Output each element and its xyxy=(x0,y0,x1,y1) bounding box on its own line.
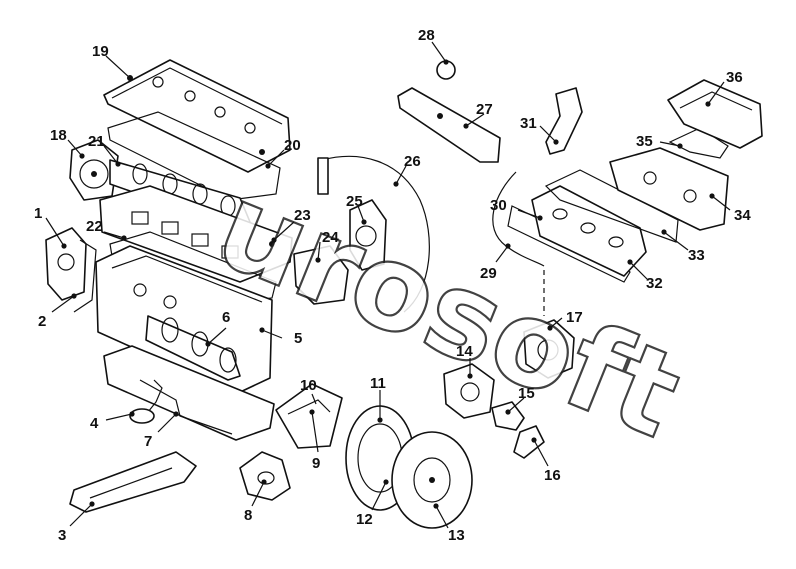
callout-7: 7 xyxy=(144,433,152,450)
leader-18 xyxy=(67,139,83,157)
distributor-drawing xyxy=(293,155,430,313)
callout-21: 21 xyxy=(88,133,105,150)
cylinder-block-drawing xyxy=(95,245,273,395)
callout-36: 36 xyxy=(726,69,743,86)
watermark-text: urosoft xyxy=(200,156,699,465)
callout-5: 5 xyxy=(294,330,302,347)
leader-10 xyxy=(311,393,317,405)
leader-28 xyxy=(431,41,447,63)
callout-31: 31 xyxy=(520,115,537,132)
callout-32: 32 xyxy=(646,275,663,292)
leader-35 xyxy=(659,141,681,147)
callout-20: 20 xyxy=(284,137,301,154)
cylinder-head-drawing xyxy=(99,185,293,283)
leader-31 xyxy=(539,125,557,143)
clutch-assembly-drawing xyxy=(345,405,473,529)
leader-30 xyxy=(517,209,541,219)
leader-29 xyxy=(495,245,509,263)
callout-27: 27 xyxy=(476,101,493,118)
fuel-system-drawing xyxy=(397,60,583,163)
callout-30: 30 xyxy=(490,197,507,214)
leader-36 xyxy=(707,81,725,105)
leader-5 xyxy=(261,329,283,339)
callout-25: 25 xyxy=(346,193,363,210)
callout-3: 3 xyxy=(58,527,66,544)
callout-23: 23 xyxy=(294,207,311,224)
callout-6: 6 xyxy=(222,309,230,326)
callout-1: 1 xyxy=(34,205,42,222)
callout-26: 26 xyxy=(404,153,421,170)
leader-25 xyxy=(357,205,365,223)
engine-mount-drawing xyxy=(239,451,291,501)
callout-15: 15 xyxy=(518,385,535,402)
watermark: urosoft xyxy=(198,155,699,466)
callout-34: 34 xyxy=(734,207,751,224)
leader-19 xyxy=(105,55,131,79)
leader-16 xyxy=(533,439,549,467)
leader-4 xyxy=(105,413,133,421)
callout-10: 10 xyxy=(300,377,317,394)
cooling-parts-drawing xyxy=(443,363,545,459)
callout-35: 35 xyxy=(636,133,653,150)
valve-cover-gasket-drawing xyxy=(107,111,281,201)
intake-manifold-drawing xyxy=(507,185,647,283)
leader-27 xyxy=(465,113,485,127)
leader-7 xyxy=(157,413,177,433)
leader-23 xyxy=(273,221,295,241)
callout-28: 28 xyxy=(418,27,435,44)
leader-33 xyxy=(663,231,689,251)
leader-34 xyxy=(711,195,731,211)
timing-cover-drawing xyxy=(45,227,97,313)
leader-13 xyxy=(435,505,449,529)
callout-22: 22 xyxy=(86,218,103,235)
callout-11: 11 xyxy=(370,375,386,392)
leader-17 xyxy=(549,317,563,329)
callout-29: 29 xyxy=(480,265,497,282)
leader-21 xyxy=(103,145,119,165)
callout-18: 18 xyxy=(50,127,67,144)
callout-17: 17 xyxy=(566,309,583,326)
bracket-drawing xyxy=(275,383,343,449)
leader-24 xyxy=(317,241,321,261)
callout-2: 2 xyxy=(38,313,46,330)
leader-9 xyxy=(311,411,319,453)
leader-2 xyxy=(51,295,75,313)
callout-4: 4 xyxy=(90,415,99,432)
oil-pickup-drawing xyxy=(129,379,163,424)
leader-dots xyxy=(61,59,715,509)
leader-26 xyxy=(395,165,407,185)
manifold-heat-shield-drawing xyxy=(667,79,763,159)
leader-12 xyxy=(371,481,387,511)
leader-1 xyxy=(45,217,65,247)
leader-20 xyxy=(267,149,285,167)
throttle-body-drawing xyxy=(523,319,575,379)
leader-22 xyxy=(103,231,125,239)
callout-16: 16 xyxy=(544,467,561,484)
callout-labels: 1 2 3 4 5 6 7 8 9 10 11 12 13 14 15 16 1… xyxy=(34,27,751,544)
leader-3 xyxy=(69,503,93,527)
callout-14: 14 xyxy=(456,343,473,360)
callout-9: 9 xyxy=(312,455,320,472)
callout-19: 19 xyxy=(92,43,109,60)
heat-shield-drawing xyxy=(69,451,197,513)
leader-8 xyxy=(251,481,265,507)
callout-8: 8 xyxy=(244,507,252,524)
valve-cover-drawing xyxy=(103,59,291,173)
oil-pan-drawing xyxy=(103,345,275,441)
leader-6 xyxy=(207,327,227,345)
callout-13: 13 xyxy=(448,527,465,544)
leader-15 xyxy=(507,397,525,413)
callout-24: 24 xyxy=(322,229,339,246)
leader-32 xyxy=(629,261,649,281)
callout-33: 33 xyxy=(688,247,705,264)
callout-12: 12 xyxy=(356,511,373,528)
leader-lines xyxy=(45,41,731,529)
exhaust-manifold-drawing xyxy=(544,147,729,243)
